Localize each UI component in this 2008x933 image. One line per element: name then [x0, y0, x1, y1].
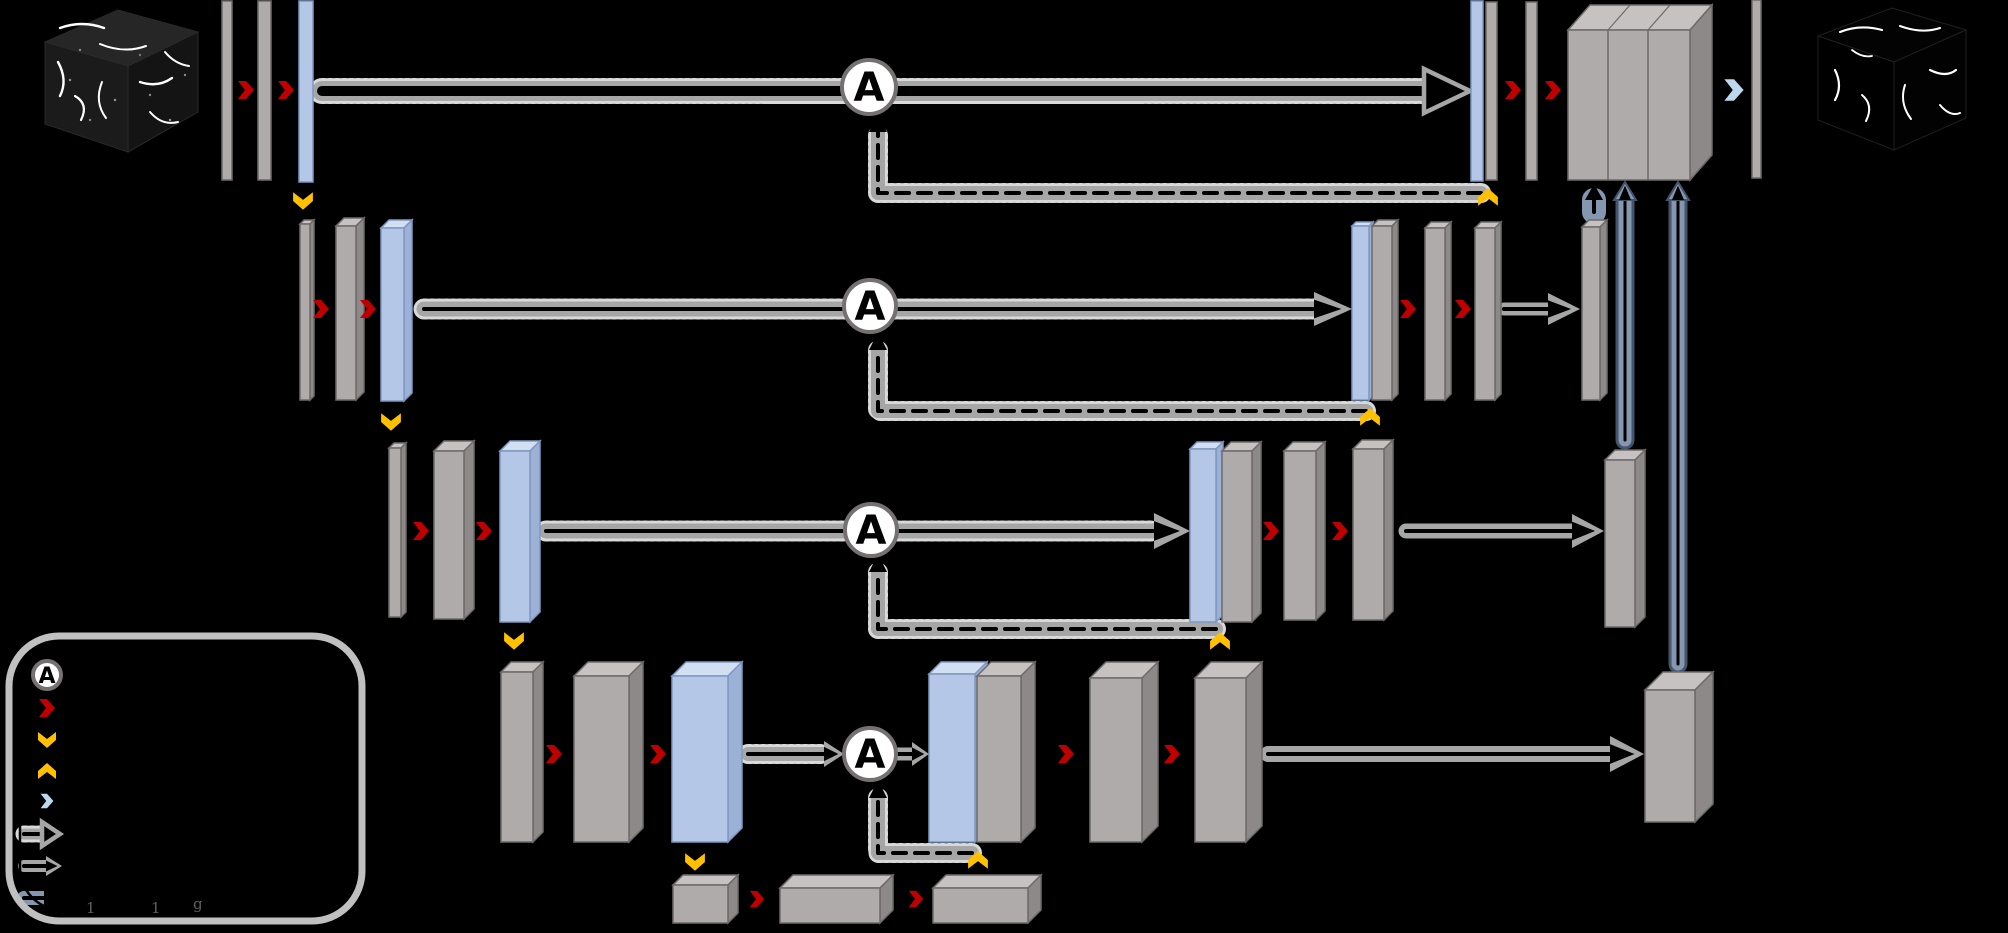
- gating-signal-1: [868, 114, 1491, 203]
- attention-gate-1-label: A: [854, 65, 885, 111]
- legend-forward-arrow-icon: [18, 856, 62, 876]
- conv-block-enc1-conv-1: [221, 0, 233, 181]
- arrow-layer: [15, 65, 1691, 906]
- attention-gate-1: A: [840, 58, 898, 116]
- conv-block-enc4-conv-1: [499, 660, 545, 844]
- attention-gate-4: A: [842, 726, 898, 782]
- legend-downsample-chevron-icon-icon: [38, 732, 56, 748]
- input-volume-cube: [43, 9, 200, 153]
- legend-attention-gate-glyph: A: [38, 664, 55, 689]
- attention-gate-3-label: A: [856, 508, 887, 554]
- legend-conv-chevron-icon-icon: [39, 699, 55, 717]
- conv-block-dec2-conv-1: [1423, 220, 1453, 402]
- conv-block-enc3-conv-1: [387, 441, 408, 619]
- dec2-final-arrow: [1497, 293, 1580, 325]
- conv-block-enc3-conv-2: [432, 439, 476, 621]
- conv-block-dec3-conv-1: [1282, 440, 1327, 622]
- gating-signal-4: [868, 780, 982, 863]
- chevron-layer: [38, 79, 1744, 908]
- conv-chevron-icon: [650, 745, 666, 763]
- conv-block-bottleneck-conv-1: [671, 873, 740, 925]
- conv-block-dec3-concat: [1220, 440, 1263, 624]
- conv-chevron-icon: [1332, 522, 1348, 540]
- pool-block-enc4-blue: [670, 660, 744, 844]
- legend-skip-arrow-icon: [15, 817, 65, 851]
- upconv-arrow-level3: [1612, 180, 1638, 450]
- dec3-final-arrow: [1398, 514, 1604, 548]
- pool-block-dec3-blue: [1188, 440, 1225, 624]
- conv-block-dec2-concat: [1370, 218, 1400, 402]
- pool-block-enc1-blue: [298, 0, 314, 183]
- attention-gate-3: A: [843, 502, 899, 558]
- conv-chevron-icon: [1400, 300, 1416, 318]
- legend-text-fragment-1: 1: [86, 899, 96, 917]
- legend-text-fragment-2: 1: [151, 899, 161, 917]
- conv-chevron-icon: [1164, 745, 1180, 763]
- input-vessel-strokes: [56, 22, 190, 124]
- conv-chevron-icon: [749, 890, 765, 908]
- pool-block-dec1-blue: [1470, 0, 1484, 182]
- upconv-arrow-level4: [1665, 180, 1691, 674]
- conv-block-enc4-conv-2: [572, 660, 645, 844]
- conv-chevron-icon: [238, 81, 254, 99]
- upconv-arrow-level2: [1582, 184, 1606, 224]
- conv-chevron-icon: [546, 745, 562, 763]
- legend-final-conv-chevron-icon-icon: [40, 793, 54, 809]
- final-concatenation-block: [1566, 3, 1714, 182]
- conv-chevron-icon: [1263, 522, 1279, 540]
- conv-chevron-icon: [1505, 81, 1521, 99]
- downsample-chevron-icon: [293, 192, 313, 210]
- conv-chevron-icon: [908, 890, 924, 908]
- conv-block-enc2-conv-1: [298, 218, 316, 402]
- conv-chevron-icon: [313, 300, 329, 318]
- conv-block-output-conv-slab: [1751, 0, 1762, 179]
- conv-chevron-icon: [413, 522, 429, 540]
- legend-attention-gate-icon: A: [31, 659, 63, 691]
- conv-block-dec4-concat: [975, 660, 1037, 844]
- conv-block-dec4-conv-2: [1193, 660, 1264, 844]
- gate4-output-arrow: [891, 742, 929, 766]
- conv-block-enc1-conv-2: [257, 0, 272, 181]
- pool-block-enc3-blue: [498, 439, 542, 624]
- legend-box: A 1 1 g: [5, 632, 366, 925]
- downsample-chevron-icon: [685, 853, 705, 871]
- conv-block-dec1-conv-1: [1485, 1, 1498, 181]
- conv-chevron-icon: [1058, 745, 1074, 763]
- conv-chevron-icon: [1545, 81, 1561, 99]
- conv-block-bottleneck-conv-3: [931, 873, 1043, 925]
- conv-block-dec1-conv-2: [1525, 1, 1538, 181]
- conv-block-bottleneck-conv-2: [778, 873, 895, 925]
- conv-block-dec4-final: [1643, 670, 1715, 824]
- downsample-chevron-icon: [504, 632, 524, 650]
- output-vessel-strokes: [1833, 25, 1961, 122]
- conv-chevron-icon: [278, 81, 294, 99]
- dec4-final-arrow: [1260, 736, 1644, 772]
- conv-block-layer: [221, 0, 1762, 925]
- conv-block-dec2-final: [1580, 218, 1609, 402]
- conv-block-dec2-conv-2: [1473, 220, 1503, 402]
- downsample-chevron-icon: [381, 413, 401, 431]
- attention-gate-4-label: A: [855, 732, 886, 778]
- final-conv-chevron-icon: [1724, 79, 1744, 101]
- conv-chevron-icon: [1455, 300, 1471, 318]
- conv-block-enc2-conv-2: [334, 216, 366, 402]
- skip-connection-4: [738, 741, 844, 767]
- conv-chevron-icon: [476, 522, 492, 540]
- attention-gate-2-label: A: [855, 284, 886, 330]
- legend-upconv-arrow-icon: [17, 890, 60, 906]
- gating-signal-2: [868, 332, 1376, 421]
- pool-block-enc2-blue: [379, 218, 414, 403]
- legend-text-fragment-3: g: [193, 895, 203, 913]
- gating-signal-3: [868, 554, 1226, 639]
- attention-gate-2: A: [842, 278, 898, 334]
- legend-upsample-chevron-icon-icon: [38, 763, 56, 779]
- conv-block-dec4-conv-1: [1088, 660, 1160, 844]
- conv-block-dec3-final: [1603, 448, 1647, 629]
- pool-block-dec2-blue: [1350, 220, 1375, 402]
- conv-block-dec3-conv-2: [1351, 438, 1395, 622]
- segmented-volume-cube: [1816, 7, 1968, 151]
